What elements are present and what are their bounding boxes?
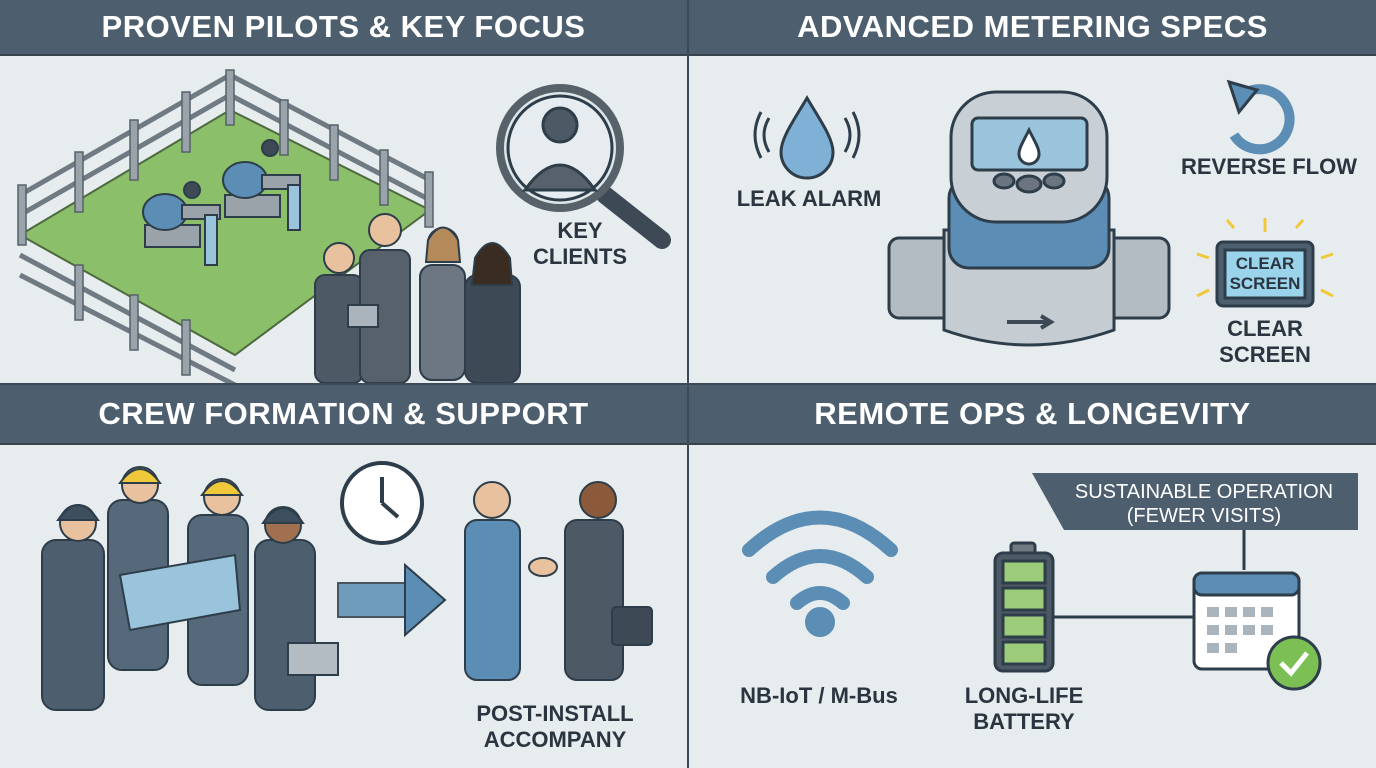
water-meter-icon [887,90,1171,347]
reverse-flow-icon [1226,79,1295,155]
battery-label: LONG-LIFE BATTERY [964,683,1084,734]
fenced-pump-field-icon [17,69,434,383]
handshake-icon [464,481,653,681]
leak-alarm-label: LEAK ALARM [736,186,882,211]
metering-illustration [753,79,1334,347]
key-clients-label: KEY CLIENTS [532,218,628,269]
leak-drop-icon [753,95,861,180]
business-people-icon [314,213,521,383]
clear-screen-label: CLEAR SCREEN [1219,316,1311,367]
horizontal-divider [0,383,1376,385]
pilots-panel: PROVEN PILOTS & KEY FOCUS [0,0,687,383]
clear-screen-icon [1196,218,1334,308]
clear-screen-display-text: CLEAR SCREEN [1229,254,1301,293]
calendar-check-icon [1192,571,1322,691]
crew-illustration [41,461,653,711]
workers-crew-icon [41,466,339,711]
wifi-signal-icon [742,510,898,637]
remote-panel: REMOTE OPS & LONGEVITY [689,385,1376,768]
crew-title: CREW FORMATION & SUPPORT [0,385,687,445]
battery-icon [993,541,1055,673]
metering-panel: ADVANCED METERING SPECS [689,0,1376,383]
sustainable-banner [1032,473,1358,530]
pilots-title: PROVEN PILOTS & KEY FOCUS [0,0,687,56]
reverse-flow-label: REVERSE FLOW [1180,154,1357,179]
clock-icon [340,461,424,545]
remote-title: REMOTE OPS & LONGEVITY [689,385,1376,445]
metering-title: ADVANCED METERING SPECS [689,0,1376,56]
magnifier-client-icon [496,84,671,249]
crew-panel: CREW FORMATION & SUPPORT [0,385,687,768]
pilots-illustration [17,69,671,383]
sustainable-operation-label: SUSTAINABLE OPERATION (FEWER VISITS) [1074,481,1334,527]
nbiot-label: NB-IoT / M-Bus [740,683,898,708]
remote-illustration [742,473,1358,691]
arrow-right-icon [337,562,447,638]
post-install-label: POST-INSTALL ACCOMPANY [476,701,634,752]
